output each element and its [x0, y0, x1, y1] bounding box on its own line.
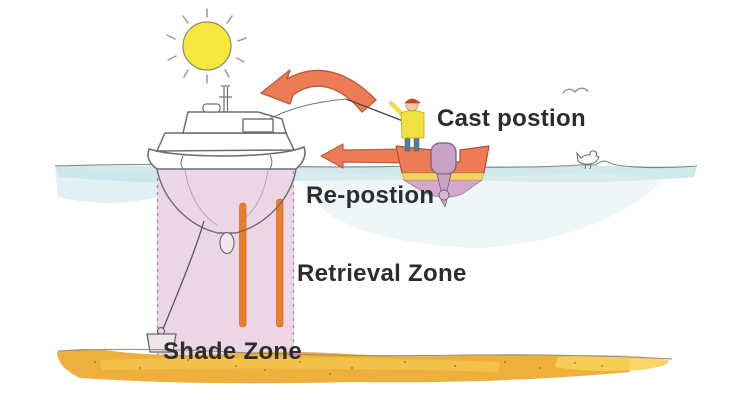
fisherman-cap — [404, 98, 421, 104]
sand-speckles — [94, 359, 603, 375]
water-left-patch — [55, 168, 157, 203]
fisherman-hand — [388, 100, 394, 106]
ship-hull-chine-right — [239, 169, 269, 223]
motor-skeg — [440, 199, 448, 208]
ship-hull-chine-left — [184, 169, 218, 226]
fishing-boat — [395, 142, 490, 208]
ship-bulwark-flare-left — [180, 155, 184, 170]
shade-zone-fill — [157, 168, 294, 356]
cast-arrow — [260, 69, 377, 113]
seagull-icon — [562, 87, 589, 94]
ship-bulwark — [147, 145, 306, 170]
duck-body — [576, 150, 600, 165]
anchor-line — [162, 220, 205, 330]
fisherman-torso — [400, 110, 425, 139]
duck-leg-left — [584, 163, 587, 170]
retrieval-zone-label: Retrieval Zone — [297, 260, 467, 287]
fisherman — [388, 98, 425, 152]
fishing-line — [268, 98, 347, 120]
sand-light-overlay — [100, 357, 500, 372]
cargo-ship — [147, 85, 306, 170]
sun-rays — [166, 8, 247, 84]
ship-bulwark-flare-right — [269, 154, 273, 170]
sand-top-line — [57, 348, 673, 360]
ship-keel-bulb — [219, 231, 235, 255]
seabed-sand — [57, 348, 673, 384]
cast-position-label: Cast postion — [437, 105, 586, 132]
retrieval-marker-left — [239, 202, 247, 328]
motor-propeller — [438, 189, 450, 201]
sun-disc — [182, 21, 232, 71]
ship-underwater-hull — [146, 168, 297, 353]
duck-icon — [576, 150, 600, 170]
water-mid-patch — [300, 172, 662, 248]
outboard-motor — [430, 142, 457, 175]
sand-right-pale-patch — [555, 355, 669, 371]
ship-bridge-window — [242, 118, 274, 133]
retrieval-marker-right — [276, 198, 284, 328]
shade-zone-label: Shade Zone — [163, 338, 302, 365]
reposition-label: Re-postion — [306, 182, 434, 209]
duck-leg-right — [589, 163, 592, 170]
ship-roof-box — [202, 103, 221, 113]
anchor-block — [146, 333, 177, 353]
sun-icon — [166, 8, 247, 84]
ship-mast — [219, 85, 232, 112]
retrieval-zone-markers — [239, 198, 284, 328]
ship-main-deck — [155, 132, 296, 152]
shade-zone-area — [156, 168, 295, 356]
